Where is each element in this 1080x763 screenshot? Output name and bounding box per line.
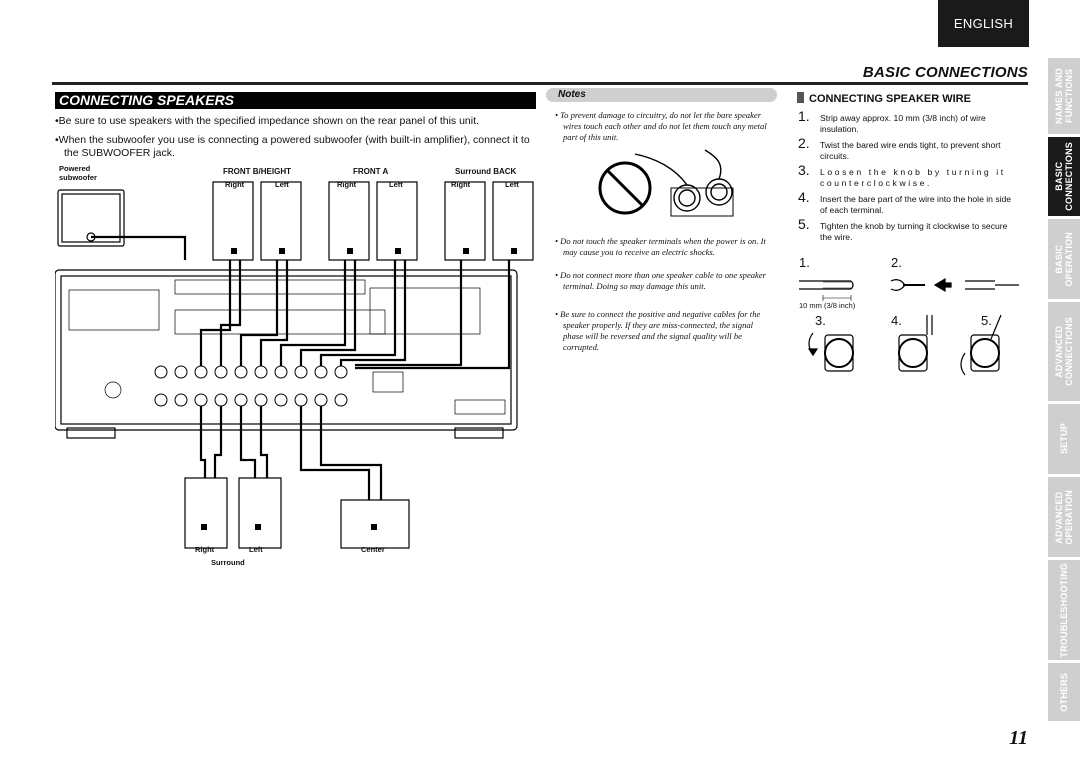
figure-number: 3. [815, 313, 826, 328]
tab-others[interactable]: OTHERS [1048, 663, 1080, 721]
label-surround-left: Left [249, 545, 263, 554]
wire-step: 1. Strip away approx. 10 mm (3/8 inch) of… [798, 108, 1020, 135]
terminal-warning-illustration [595, 148, 745, 228]
tab-names-and-functions[interactable]: NAMES AND FUNCTIONS [1048, 58, 1080, 134]
figure-number: 4. [891, 313, 902, 328]
tab-basic-operation[interactable]: BASIC OPERATION [1048, 219, 1080, 299]
step-text: Strip away approx. 10 mm (3/8 inch) of w… [820, 113, 986, 134]
label-front-b-right: Right [225, 180, 245, 189]
wire-step: 3. Loosen the knob by turning it counterc… [798, 162, 1020, 189]
figure-number: 1. [799, 255, 810, 270]
note-item: • Do not touch the speaker terminals whe… [555, 236, 770, 258]
label-surround: Surround [211, 558, 245, 567]
wire-steps-illustration [799, 277, 1019, 376]
label-powered-subwoofer: Powered subwoofer [59, 164, 97, 182]
tab-troubleshooting[interactable]: TROUBLESHOOTING [1048, 560, 1080, 660]
speaker-wire-heading-text: CONNECTING SPEAKER WIRE [809, 93, 971, 105]
figure-number: 5. [981, 313, 992, 328]
label-center: Center [361, 545, 385, 554]
label-front-a: FRONT A [353, 167, 389, 176]
bullet-impedance: •Be sure to use speakers with the specif… [55, 115, 479, 127]
notes-header: Notes [546, 88, 777, 102]
note-text: • Do not touch the speaker terminals whe… [555, 236, 766, 257]
wire-steps: 1. Strip away approx. 10 mm (3/8 inch) of… [798, 108, 1020, 248]
tab-label: BASIC OPERATION [1054, 231, 1074, 287]
step-text: Tighten the knob by turning it clockwise… [820, 221, 1008, 242]
intro-bullets: •Be sure to use speakers with the specif… [55, 115, 540, 166]
tab-basic-connections[interactable]: BASIC CONNECTIONS [1048, 137, 1080, 216]
tab-label: NAMES AND FUNCTIONS [1054, 68, 1074, 124]
label-front-b-height: FRONT B/HEIGHT [223, 167, 291, 176]
label-surround-back: Surround BACK [455, 167, 517, 176]
step-number: 2. [798, 135, 810, 151]
section-title: BASIC CONNECTIONS [862, 64, 1028, 81]
wire-step: 2. Twist the bared wire ends tight, to pr… [798, 135, 1020, 162]
note-item: • Be sure to connect the positive and ne… [555, 309, 770, 353]
label-surround-back-left: Left [505, 180, 519, 189]
wire-step: 5. Tighten the knob by turning it clockwi… [798, 216, 1020, 243]
step-number: 1. [798, 108, 810, 124]
label-surround-right: Right [195, 545, 215, 554]
step-number: 4. [798, 189, 810, 205]
heading-marker-icon [797, 92, 804, 103]
tab-label: TROUBLESHOOTING [1059, 562, 1069, 658]
label-front-a-left: Left [389, 180, 403, 189]
tab-advanced-operation[interactable]: ADVANCED OPERATION [1048, 477, 1080, 557]
tab-setup[interactable]: SETUP [1048, 404, 1080, 474]
step-number: 3. [798, 162, 810, 178]
label-front-a-right: Right [337, 180, 357, 189]
page-heading: CONNECTING SPEAKERS [55, 92, 536, 109]
tab-label: SETUP [1059, 423, 1069, 455]
note-text: • Do not connect more than one speaker c… [555, 270, 767, 291]
step-text: Loosen the knob by turning it counterclo… [820, 167, 1006, 188]
step-text: Insert the bare part of the wire into th… [820, 194, 1012, 215]
page-number: 11 [1009, 727, 1028, 749]
note-text: • To prevent damage to circuitry, do not… [555, 110, 767, 142]
note-item: • To prevent damage to circuitry, do not… [555, 110, 770, 143]
tab-advanced-connections[interactable]: ADVANCED CONNECTIONS [1048, 302, 1080, 401]
header-divider [52, 82, 1028, 85]
figure-number: 2. [891, 255, 902, 270]
tab-label: BASIC CONNECTIONS [1054, 142, 1074, 211]
language-tab[interactable]: ENGLISH [938, 0, 1029, 47]
tab-label: ADVANCED OPERATION [1054, 489, 1074, 545]
wire-step: 4. Insert the bare part of the wire into … [798, 189, 1020, 216]
step-number: 5. [798, 216, 810, 232]
label-surround-back-right: Right [451, 180, 471, 189]
connection-diagram: Powered subwoofer FRONT B/HEIGHT FRONT A… [54, 160, 540, 580]
bullet-subwoofer: •When the subwoofer you use is connectin… [55, 133, 530, 160]
step-text: Twist the bared wire ends tight, to prev… [820, 140, 1001, 161]
note-item: • Do not connect more than one speaker c… [555, 270, 770, 292]
measure-label: 10 mm (3/8 inch) [799, 301, 856, 310]
label-front-b-left: Left [275, 180, 289, 189]
wiring-diagram-graphic [54, 181, 534, 549]
wire-figures: 1. 2. 3. 4. 5. 10 mm (3/8 inch) [795, 255, 1023, 390]
note-text: • Be sure to connect the positive and ne… [555, 309, 761, 352]
speaker-wire-heading: CONNECTING SPEAKER WIRE [797, 92, 971, 105]
tab-label: ADVANCED CONNECTIONS [1054, 317, 1074, 386]
tab-label: OTHERS [1059, 672, 1069, 712]
